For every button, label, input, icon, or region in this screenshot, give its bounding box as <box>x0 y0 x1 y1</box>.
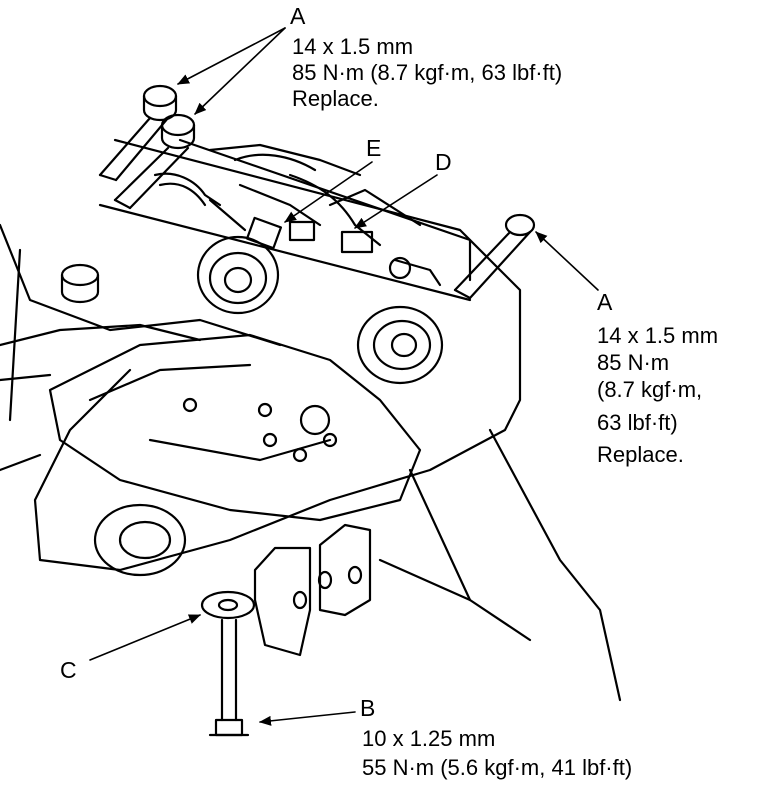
callout-a-top-note: Replace. <box>292 86 379 111</box>
callout-b-torque: 55 N·m (5.6 kgf·m, 41 lbf·ft) <box>362 755 633 780</box>
leader-lines <box>89 27 599 726</box>
callout-e-letter: E <box>366 135 382 161</box>
subframe <box>0 138 622 702</box>
callout-a-right-torque: 85 N·m <box>597 350 670 375</box>
callout-a-top-size: 14 x 1.5 mm <box>292 34 414 59</box>
bolt-a-top-2 <box>113 113 196 210</box>
upper-bracket <box>178 138 472 282</box>
left-flange <box>196 235 280 315</box>
right-flange <box>356 305 444 385</box>
wiring-harness <box>153 172 442 287</box>
connector-e <box>245 216 316 250</box>
callout-a-right-size: 14 x 1.5 mm <box>597 323 719 348</box>
bolt-a-top-1 <box>98 84 178 182</box>
lower-flange <box>93 503 187 577</box>
callout-c-letter: C <box>60 657 77 683</box>
callout-a-right-note: Replace. <box>597 442 684 467</box>
callout-a-right-kgf: (8.7 kgf·m, <box>597 377 703 402</box>
callout-a-right-lbf: 63 lbf·ft) <box>597 410 678 435</box>
rear-bracket <box>253 523 372 657</box>
callout-b-size: 10 x 1.25 mm <box>362 726 496 751</box>
connector-d <box>340 230 412 280</box>
callout-b-letter: B <box>360 695 376 721</box>
callout-a-right-letter: A <box>597 289 613 315</box>
callout-a-top-torque: 85 N·m (8.7 kgf·m, 63 lbf·ft) <box>292 60 563 85</box>
callout-a-top-letter: A <box>290 3 306 29</box>
differential-housing <box>48 333 422 522</box>
left-mount-stud <box>60 263 100 304</box>
callout-d-letter: D <box>435 149 452 175</box>
washer-c <box>200 590 256 620</box>
bolt-b <box>208 618 250 737</box>
bolt-a-right <box>453 213 536 300</box>
